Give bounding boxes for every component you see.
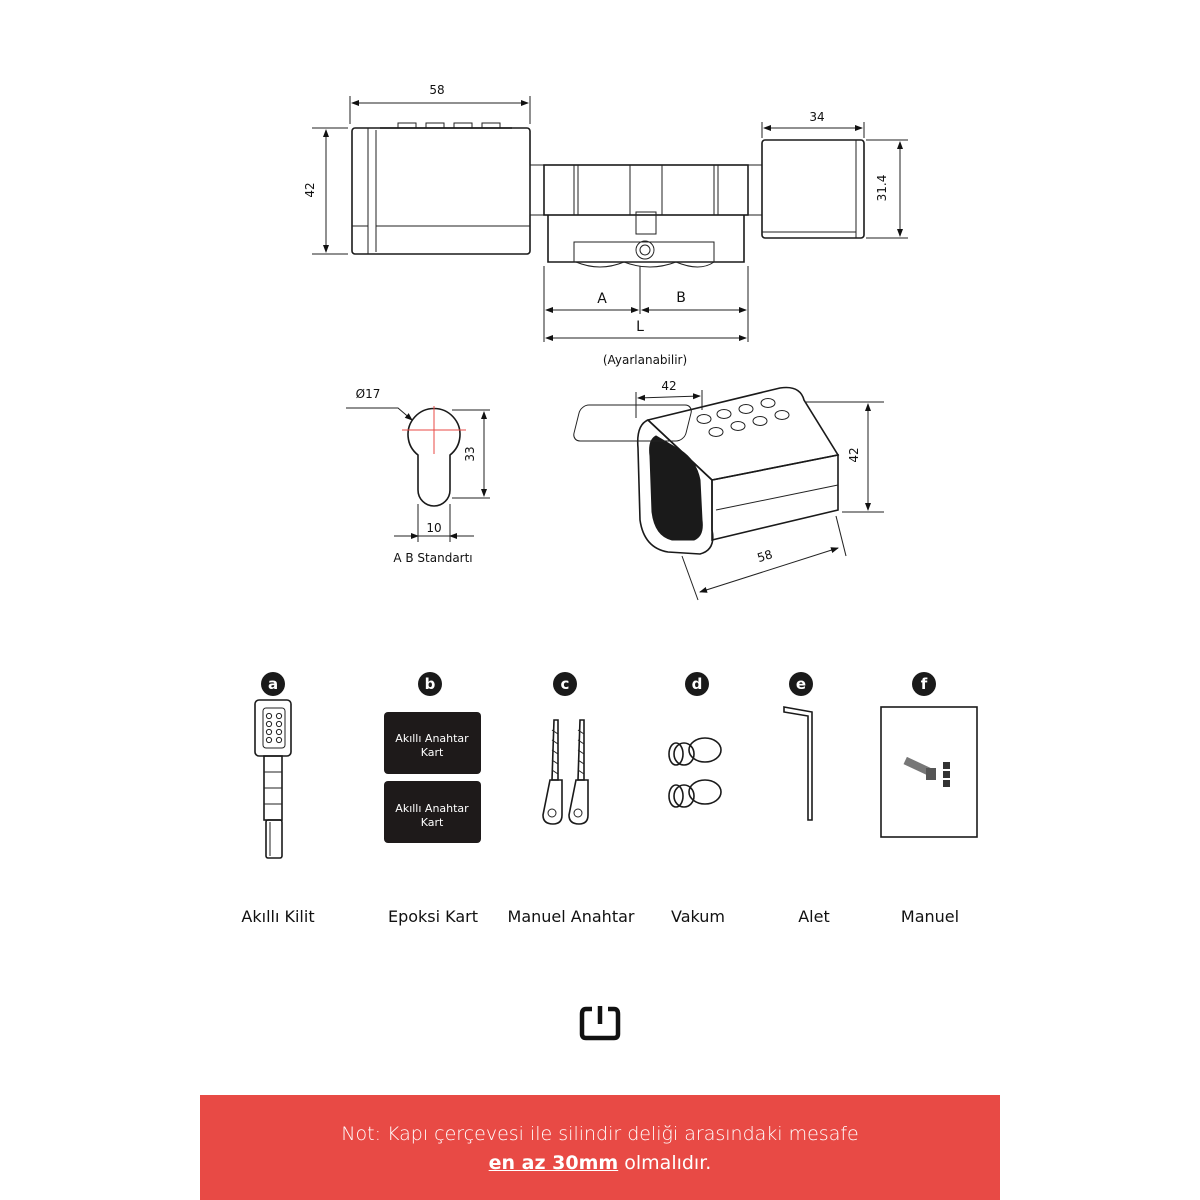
svg-text:Kart: Kart bbox=[421, 746, 444, 759]
hex-key-tool-icon bbox=[783, 706, 813, 821]
power-logo-icon bbox=[579, 1006, 621, 1041]
dim-a-label: A bbox=[597, 291, 607, 307]
svg-text:Akıllı Anahtar: Akıllı Anahtar bbox=[395, 732, 469, 745]
badge-b: b bbox=[418, 672, 442, 696]
dim-34-label: 34 bbox=[809, 110, 824, 124]
svg-text:d: d bbox=[692, 675, 703, 693]
note-line-2-rest: olmalıdır. bbox=[618, 1152, 712, 1174]
item-label-epoxy-card: Epoksi Kart bbox=[387, 907, 479, 926]
profile-caption: A B Standartı bbox=[393, 551, 472, 565]
dim-diameter-label: Ø17 bbox=[356, 387, 381, 401]
adjustable-label: (Ayarlanabilir) bbox=[603, 353, 687, 367]
dim-31-4-label: 31.4 bbox=[875, 175, 889, 202]
svg-text:c: c bbox=[561, 675, 570, 693]
iso-keypad bbox=[696, 398, 790, 437]
dim-58-label: 58 bbox=[429, 83, 444, 97]
svg-text:a: a bbox=[268, 675, 278, 693]
epoxy-card-1: Akıllı Anahtar Kart bbox=[384, 712, 481, 774]
iso-dim-42-side-label: 42 bbox=[847, 447, 861, 462]
note-line-2: en az 30mm olmalıdır. bbox=[200, 1152, 1000, 1174]
svg-text:b: b bbox=[425, 675, 436, 693]
dim-b-label: B bbox=[676, 290, 686, 306]
badge-e: e bbox=[789, 672, 813, 696]
svg-text:Akıllı Anahtar: Akıllı Anahtar bbox=[395, 802, 469, 815]
isometric-drawing: 42 42 58 bbox=[573, 379, 884, 601]
dim-l-label: L bbox=[636, 319, 644, 335]
iso-dim-42-top-label: 42 bbox=[661, 379, 676, 393]
svg-text:f: f bbox=[921, 675, 928, 693]
badge-c: c bbox=[553, 672, 577, 696]
vacuum-icon bbox=[668, 737, 722, 808]
badge-a: a bbox=[261, 672, 285, 696]
item-label-manual: Manuel bbox=[900, 907, 960, 926]
dim-10-label: 10 bbox=[426, 521, 441, 535]
badge-d: d bbox=[685, 672, 709, 696]
svg-text:Kart: Kart bbox=[421, 816, 444, 829]
note-banner: Not: Kapı çerçevesi ile silindir deliği … bbox=[200, 1095, 1000, 1200]
item-label-manual-key: Manuel Anahtar bbox=[507, 907, 635, 926]
manual-key-icon bbox=[542, 719, 589, 825]
epoxy-card-2: Akıllı Anahtar Kart bbox=[384, 781, 481, 843]
dim-42-label: 42 bbox=[303, 182, 317, 197]
svg-text:e: e bbox=[796, 675, 806, 693]
note-line-1: Not: Kapı çerçevesi ile silindir deliği … bbox=[341, 1123, 859, 1145]
item-label-vacuum: Vakum bbox=[670, 907, 725, 926]
manual-booklet-icon bbox=[880, 706, 978, 838]
badge-f: f bbox=[912, 672, 936, 696]
dim-33-label: 33 bbox=[463, 446, 477, 461]
note-emphasis: en az 30mm bbox=[488, 1152, 619, 1174]
item-label-smart-lock: Akıllı Kilit bbox=[241, 907, 315, 926]
profile-drawing: Ø17 33 10 A B Standartı bbox=[346, 387, 490, 565]
item-label-tool: Alet bbox=[798, 907, 830, 926]
iso-dim-58-label: 58 bbox=[755, 547, 774, 565]
cylinder-elevation-drawing: 58 42 34 31.4 A B L (Ayarlanabilir) bbox=[303, 83, 908, 367]
smart-lock-illustration bbox=[254, 699, 292, 859]
